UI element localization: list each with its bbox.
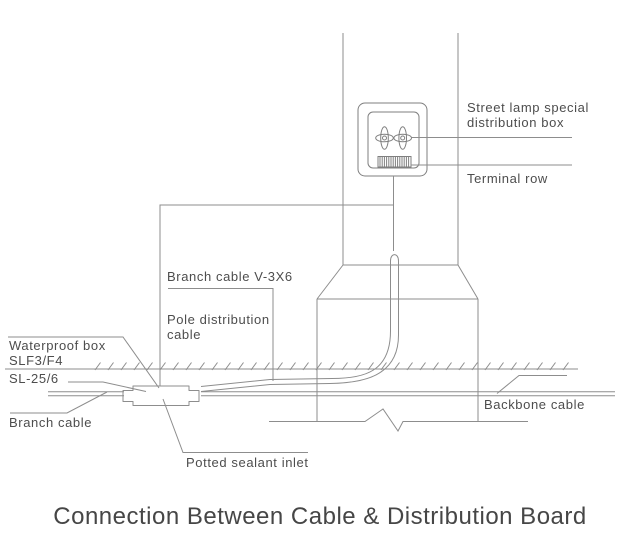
terminal-row-label: Terminal row [467,171,548,186]
branch-cable-v3x6-leader-line [168,288,274,381]
terminal-row-icon [377,156,412,168]
potted-sealant-leader-line [162,398,308,453]
backbone-cable-line [48,391,615,397]
lamp-pole [316,33,479,422]
waterproof-box-label: Waterproof box SLF3/F4 [9,338,106,368]
potted-sealant-inlet-label: Potted sealant inlet [186,455,309,470]
pole-distribution-cable-line [159,204,394,386]
branch-cable-leader-line [10,391,108,414]
branch-cable-v3x6-label: Branch cable V-3X6 [167,269,293,284]
foundation-break-line [269,408,528,432]
backbone-cable-leader-line [496,375,567,394]
sl-25-6-label: SL-25/6 [9,371,59,386]
diagram-title: Connection Between Cable & Distribution … [53,503,587,530]
fuse-icon [375,126,394,150]
branch-cable-label: Branch cable [9,415,93,430]
pole-cable-curve [200,254,399,392]
waterproof-box-icon [122,385,200,406]
sl-25-6-leader-line [68,381,147,392]
backbone-cable-label: Backbone cable [484,397,585,412]
ground-hatch [94,362,569,371]
street-lamp-distribution-box-label: Street lamp special distribution box [467,100,589,130]
pole-distribution-cable-label: Pole distribution cable [167,312,270,342]
waterproof-box-leader-line [8,336,160,389]
fuse-icon [393,126,413,150]
